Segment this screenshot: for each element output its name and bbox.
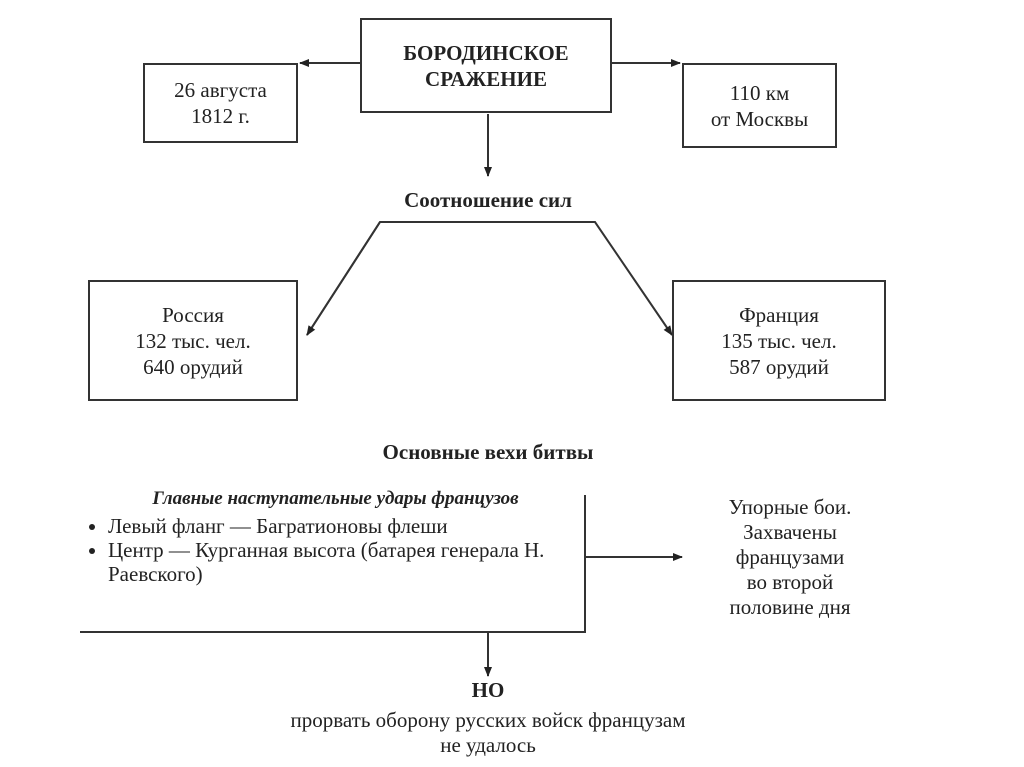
france-line: 135 тыс. чел. <box>721 328 837 353</box>
result-line: Захвачены <box>743 520 837 544</box>
result-line: во второй <box>746 570 834 594</box>
conclusion-line: не удалось <box>440 733 536 757</box>
france-box: Франция 135 тыс. чел. 587 орудий <box>672 280 886 401</box>
but-label: НО <box>471 678 505 702</box>
milestones-label: Основные вехи битвы <box>382 440 594 464</box>
attacks-bracket <box>80 495 586 633</box>
attacks-heading: Главные наступательные удары французов <box>152 488 519 509</box>
france-line: 587 орудий <box>729 354 829 379</box>
distance-box: 110 км от Москвы <box>682 63 837 148</box>
balance-label: Соотношение сил <box>404 188 572 212</box>
attack-item: Центр — Курганная высота (батарея генера… <box>108 538 583 586</box>
date-line: 1812 г. <box>191 104 250 128</box>
distance-line: 110 км <box>729 80 790 105</box>
title-line: СРАЖЕНИЕ <box>425 66 547 91</box>
attacks-list: Главные наступательные удары французов Л… <box>88 488 583 586</box>
russia-line: 132 тыс. чел. <box>135 328 251 353</box>
attack-item: Левый фланг — Багратионовы флеши <box>108 514 583 538</box>
balance-branch <box>306 221 673 336</box>
russia-box: Россия 132 тыс. чел. 640 орудий <box>88 280 298 401</box>
result-line: французами <box>735 545 845 569</box>
conclusion-line: прорвать оборону русских войск французам <box>290 708 686 732</box>
date-box: 26 августа 1812 г. <box>143 63 298 143</box>
conclusion-text: прорвать оборону русских войск французам… <box>188 708 788 758</box>
result-text: Упорные бои. Захвачены французами во вто… <box>690 495 890 620</box>
russia-line: Россия <box>162 302 224 327</box>
arrow-to-russia <box>306 221 381 336</box>
distance-line: от Москвы <box>710 106 809 131</box>
title-box: БОРОДИНСКОЕ СРАЖЕНИЕ <box>360 18 612 113</box>
result-line: Упорные бои. <box>728 495 852 519</box>
russia-line: 640 орудий <box>143 354 243 379</box>
date-line: 26 августа <box>174 78 267 102</box>
result-line: половине дня <box>729 595 851 619</box>
title-line: БОРОДИНСКОЕ <box>403 40 569 65</box>
france-line: Франция <box>739 302 819 327</box>
